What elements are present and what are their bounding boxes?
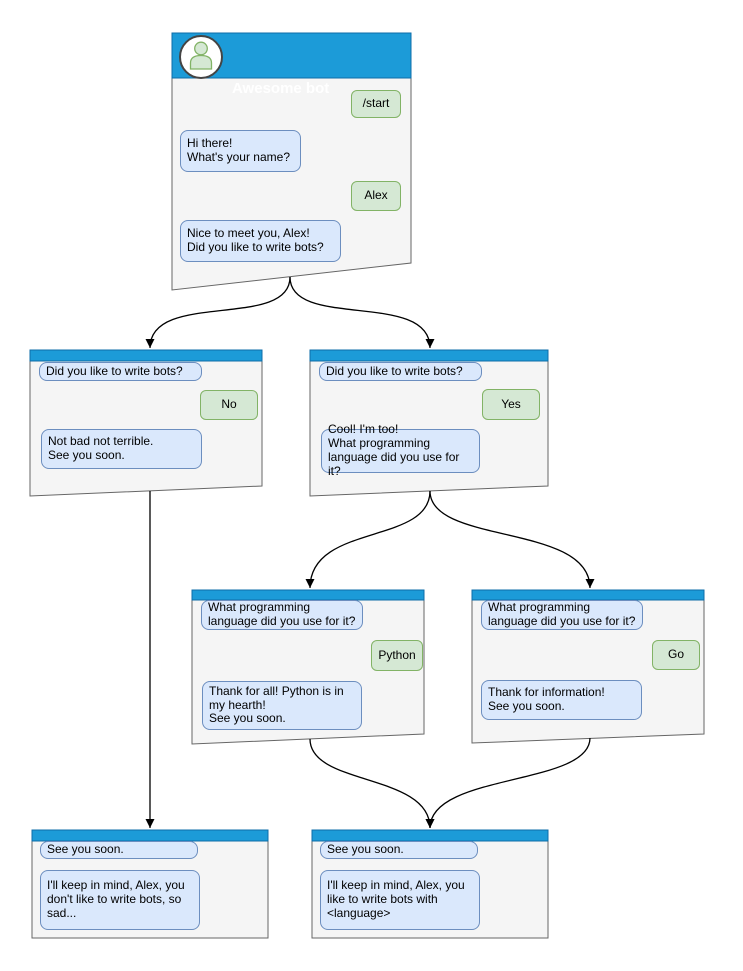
bot-avatar xyxy=(179,35,223,79)
chat-window-no-branch: Did you like to write bots? No Not bad n… xyxy=(30,350,262,497)
chat-window-python-branch: What programming language did you use fo… xyxy=(192,590,424,744)
bot-message-bubble: What programming language did you use fo… xyxy=(201,600,363,630)
user-message-bubble: /start xyxy=(351,90,401,118)
window-no-branch-header xyxy=(29,349,263,362)
connector-yes-to-python xyxy=(305,490,431,589)
connector-main-to-no xyxy=(145,276,291,349)
bot-message-bubble: See you soon. xyxy=(40,841,198,859)
bot-message-bubble: Nice to meet you, Alex! Did you like to … xyxy=(180,220,341,262)
chat-window-main: Awesome bot /start Hi there! What's your… xyxy=(172,33,411,291)
chat-window-yes-branch: Did you like to write bots? Yes Cool! I'… xyxy=(310,350,548,496)
connector-yes-to-go xyxy=(429,490,595,589)
chat-title: Awesome bot xyxy=(232,80,330,97)
user-message-bubble: Python xyxy=(371,640,423,671)
user-message-bubble: No xyxy=(200,390,258,420)
chat-window-go-branch: What programming language did you use fo… xyxy=(472,590,704,743)
chat-window-end-no: See you soon. I'll keep in mind, Alex, y… xyxy=(32,830,268,938)
bot-message-bubble: Did you like to write bots? xyxy=(39,362,202,381)
person-icon xyxy=(189,41,213,70)
connector-main-to-yes xyxy=(289,276,435,349)
bot-message-bubble: Thank for information! See you soon. xyxy=(481,680,642,720)
bot-message-bubble: I'll keep in mind, Alex, you don't like … xyxy=(40,870,200,930)
user-message-bubble: Go xyxy=(652,640,700,670)
chat-window-end-yes: See you soon. I'll keep in mind, Alex, y… xyxy=(312,830,548,938)
bot-message-bubble: Thank for all! Python is in my hearth! S… xyxy=(202,681,362,730)
bot-message-bubble: What programming language did you use fo… xyxy=(481,600,643,630)
bot-message-bubble: See you soon. xyxy=(320,841,478,859)
bot-message-bubble: Cool! I'm too! What programming language… xyxy=(321,423,480,478)
user-message-bubble: Alex xyxy=(351,181,401,211)
connector-python-to-end-yes xyxy=(309,738,435,829)
bot-message-bubble: Not bad not terrible. See you soon. xyxy=(41,429,202,469)
bot-message-bubble: Did you like to write bots? xyxy=(319,362,482,381)
window-yes-branch-header xyxy=(309,349,549,362)
bot-message-bubble: Hi there! What's your name? xyxy=(180,130,301,172)
bot-message-bubble: I'll keep in mind, Alex, you like to wri… xyxy=(320,870,480,930)
connector-go-to-end-yes xyxy=(425,737,591,829)
user-message-bubble: Yes xyxy=(482,389,540,420)
